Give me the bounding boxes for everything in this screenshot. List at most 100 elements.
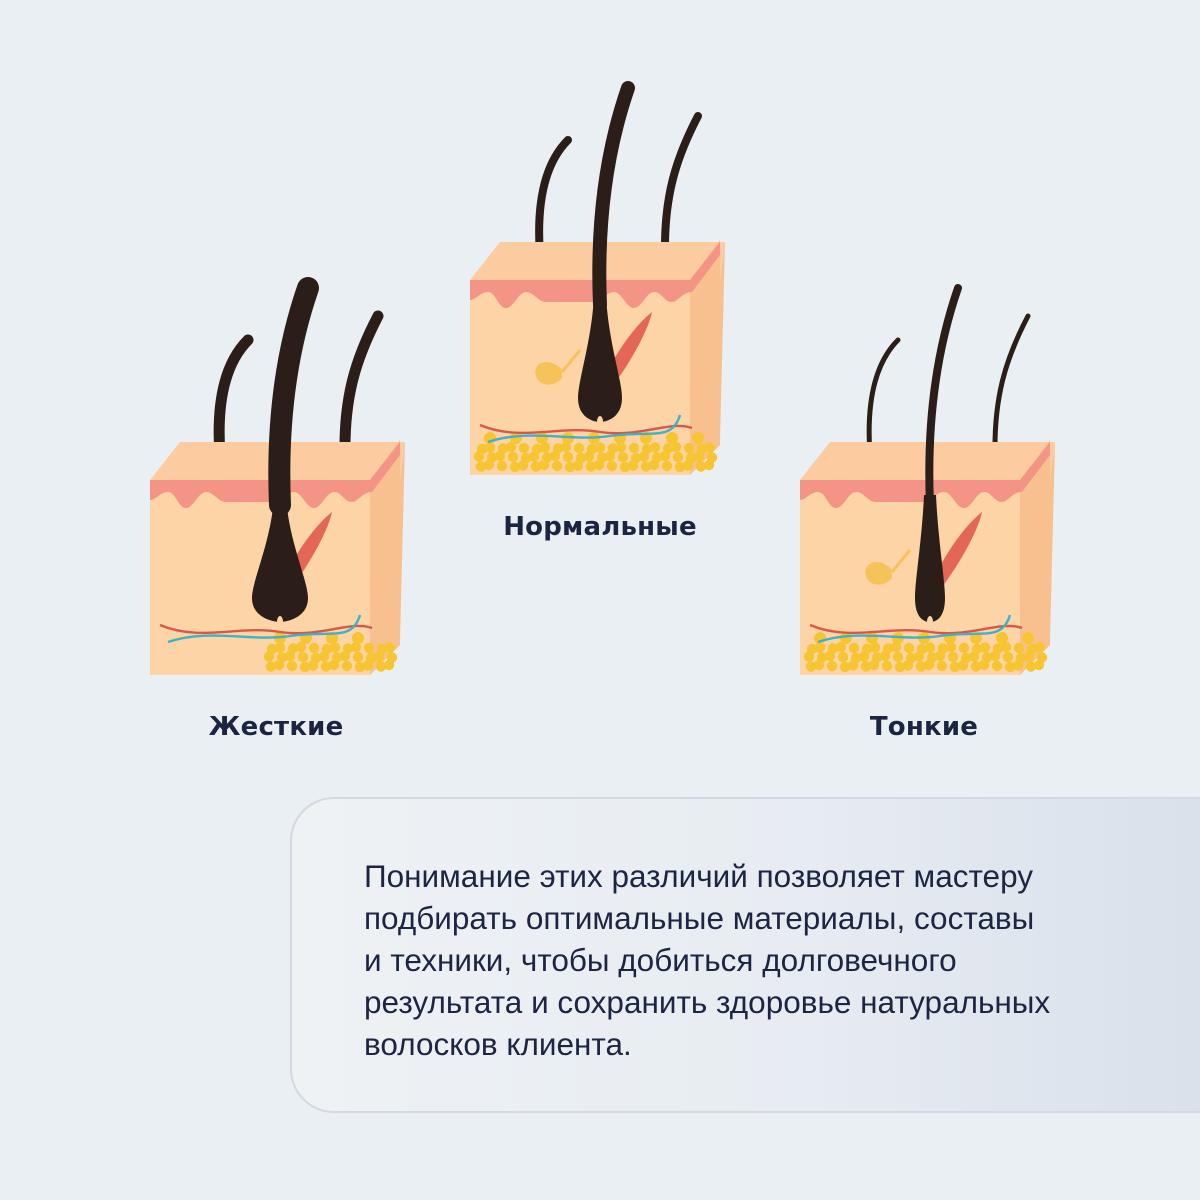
sebaceous-gland <box>865 562 892 585</box>
fat-cell <box>538 459 550 471</box>
fat-cell <box>583 451 595 462</box>
skin-front-face <box>470 280 690 475</box>
fat-cell <box>869 642 881 653</box>
hair-strand <box>866 337 901 458</box>
fat-cell <box>693 451 705 462</box>
fat-cell <box>507 451 519 463</box>
skin-right-face <box>370 440 400 675</box>
fat-layer <box>263 632 398 673</box>
vessel-red <box>809 623 1023 635</box>
fat-cell <box>384 642 396 653</box>
fat-cell <box>505 441 517 453</box>
fat-cell <box>640 461 652 472</box>
skin-block-graphic <box>800 284 1055 675</box>
fat-cell <box>619 461 631 473</box>
fat-cell <box>936 660 948 672</box>
fat-cell <box>813 659 825 671</box>
vessel-blue <box>487 414 682 444</box>
fat-cell <box>968 651 980 662</box>
fat-cell <box>826 660 838 672</box>
fat-cell <box>978 659 990 671</box>
fat-cell <box>484 442 496 453</box>
skin-diagram-thin <box>780 280 1080 700</box>
fat-cell <box>604 450 616 462</box>
fat-cell <box>824 650 836 662</box>
fat-cell <box>949 661 961 673</box>
skin-block-graphic <box>470 81 725 475</box>
fat-cell <box>945 641 957 653</box>
dermal-papilla <box>927 616 933 622</box>
skin-diagram-normal <box>450 80 750 500</box>
fat-cell <box>991 660 1003 672</box>
fat-cell <box>475 461 487 472</box>
fat-cell <box>682 460 694 471</box>
fat-cell <box>638 451 650 462</box>
fat-cell <box>326 632 338 644</box>
hair-strand <box>339 310 384 461</box>
epidermis-layer <box>150 442 400 508</box>
fat-cell <box>299 661 311 673</box>
info-line: волосков клиента. <box>364 1026 632 1062</box>
fat-cell <box>549 450 561 462</box>
epidermis-layer <box>800 442 1050 508</box>
fat-cell <box>339 650 351 662</box>
hair-follicle <box>578 295 622 422</box>
fat-cell <box>1012 660 1024 671</box>
fat-cell <box>307 660 319 671</box>
fat-cell <box>979 642 991 653</box>
fat-cell <box>923 659 935 671</box>
fat-cell <box>648 459 660 471</box>
fat-cell <box>295 641 307 653</box>
fat-cell <box>354 661 366 673</box>
skin-block-graphic <box>150 277 405 675</box>
info-line: результата и сохранить здоровье натураль… <box>364 984 1051 1020</box>
hair-shaft <box>925 284 962 509</box>
fat-cell <box>805 661 817 672</box>
fat-cell <box>672 451 684 463</box>
fat-cell <box>848 642 860 654</box>
fat-cell <box>551 460 563 472</box>
fat-cell <box>496 460 508 472</box>
fat-cell <box>934 650 946 662</box>
fat-cell <box>695 461 707 472</box>
dermal-papilla <box>597 416 603 422</box>
fat-cell <box>670 441 682 453</box>
fat-layer <box>803 632 1048 673</box>
vessel-blue <box>167 614 362 644</box>
fat-cell <box>957 660 969 671</box>
fat-cell <box>958 642 970 654</box>
fat-cell <box>274 642 286 653</box>
dermal-papilla <box>277 616 283 622</box>
fat-cell <box>1025 661 1037 672</box>
label-coarse-hair: Жесткие <box>208 712 344 742</box>
fat-cell <box>924 642 936 653</box>
fat-cell <box>915 661 927 672</box>
fat-cell <box>617 451 629 463</box>
hair-follicle <box>252 495 308 622</box>
fat-cell <box>1023 651 1035 662</box>
fat-cell <box>1013 642 1025 654</box>
fat-cell <box>890 641 902 653</box>
fat-cell <box>674 461 686 473</box>
fat-cell <box>320 661 332 672</box>
fat-cell <box>494 450 506 462</box>
skin-right-face <box>1020 440 1050 675</box>
fat-cell <box>530 461 542 472</box>
fat-cell <box>649 442 661 453</box>
fat-cell <box>881 660 893 672</box>
fat-cell <box>308 642 320 654</box>
fat-cell <box>858 651 870 662</box>
fat-cell <box>350 641 362 653</box>
fat-cell <box>536 432 548 444</box>
hair-strand <box>660 112 702 259</box>
fat-cell <box>593 459 605 471</box>
fat-cell <box>518 442 530 454</box>
fat-cell <box>509 461 521 473</box>
fat-cell <box>839 661 851 673</box>
hair-strand <box>535 136 572 259</box>
fat-cell <box>297 651 309 663</box>
fat-cell <box>373 651 385 662</box>
hair-strand <box>213 334 254 461</box>
fat-cell <box>539 442 551 453</box>
fat-cell <box>1002 651 1014 663</box>
